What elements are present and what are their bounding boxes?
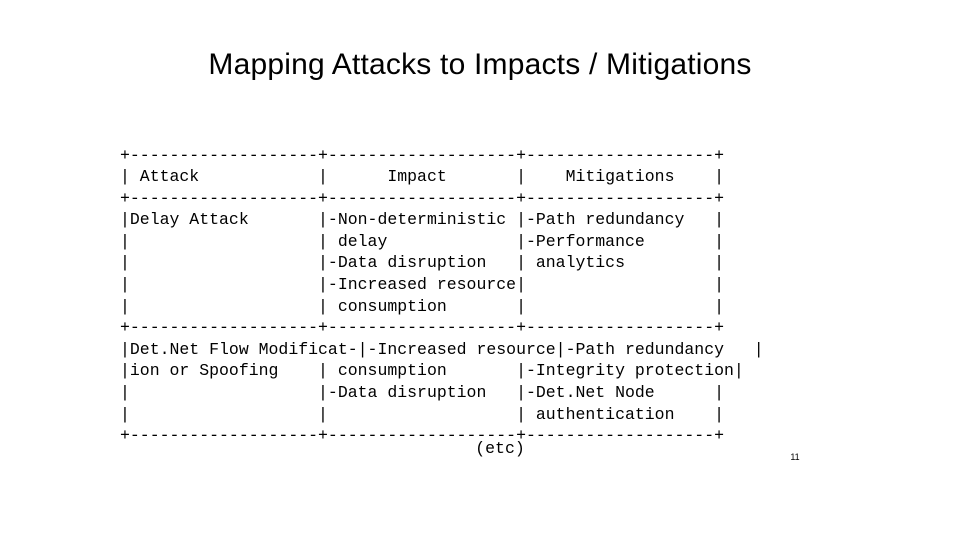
etc-label: (etc) bbox=[475, 439, 525, 458]
page-number: 11 bbox=[790, 452, 800, 462]
page-title: Mapping Attacks to Impacts / Mitigations bbox=[208, 48, 752, 81]
ascii-art-table: +-------------------+-------------------… bbox=[120, 145, 764, 446]
